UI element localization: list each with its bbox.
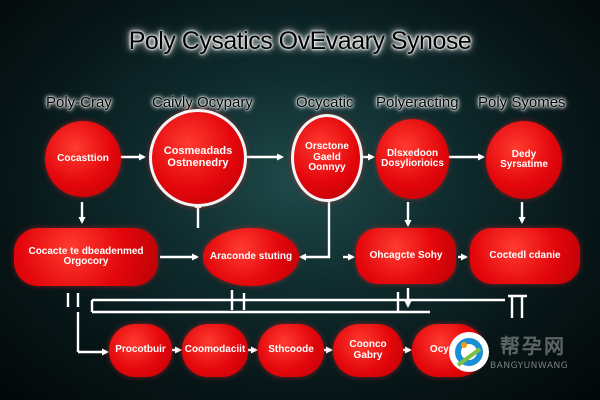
node-cocacte-orgocory[interactable]: Cocacte te dbeadenmed Orgocory	[14, 228, 158, 286]
node-cocasttion[interactable]: Cocasttion	[45, 121, 121, 197]
node-coctedl-cdanie[interactable]: Coctedl cdanie	[470, 228, 580, 284]
watermark-text-cn: 帮孕网	[500, 334, 566, 358]
node-coonco-gabry[interactable]: Coonco Gabry	[333, 324, 403, 377]
node-araconde-stuting[interactable]: Araconde stuting	[203, 228, 299, 286]
node-cosmeadads[interactable]: Cosmeadads Ostnenedry	[149, 109, 247, 207]
node-ohcagcte-sohy[interactable]: Ohcagcte Sohy	[356, 228, 456, 284]
connector-col3-loop	[299, 200, 331, 261]
node-coomodaciit[interactable]: Coomodaciit	[182, 324, 248, 377]
node-procotbuir[interactable]: Procotbuir	[109, 324, 172, 377]
watermark-text-en: BANGYUNWANG	[490, 361, 569, 371]
diagram-title: Poly Cysatics OvEvaary Synose	[128, 27, 472, 55]
node-dedy-syrsatime[interactable]: Dedy Syrsatime	[486, 121, 562, 199]
column-header-5: Poly Syomes	[478, 94, 566, 111]
node-sthcoode[interactable]: Sthcoode	[258, 324, 324, 377]
column-header-2: Caivly Ocypary	[152, 94, 253, 111]
watermark-logo-icon	[449, 332, 489, 372]
node-dlsxedoon[interactable]: Dlsxedoon Dosyliorioics	[376, 119, 449, 199]
node-orsctone[interactable]: Orsctone Gaeld Oonnyy	[291, 114, 363, 202]
column-header-4: Polyeracting	[376, 94, 459, 111]
column-header-3: Ocycatic	[296, 94, 354, 111]
column-header-1: Poly-Cray	[46, 94, 112, 111]
